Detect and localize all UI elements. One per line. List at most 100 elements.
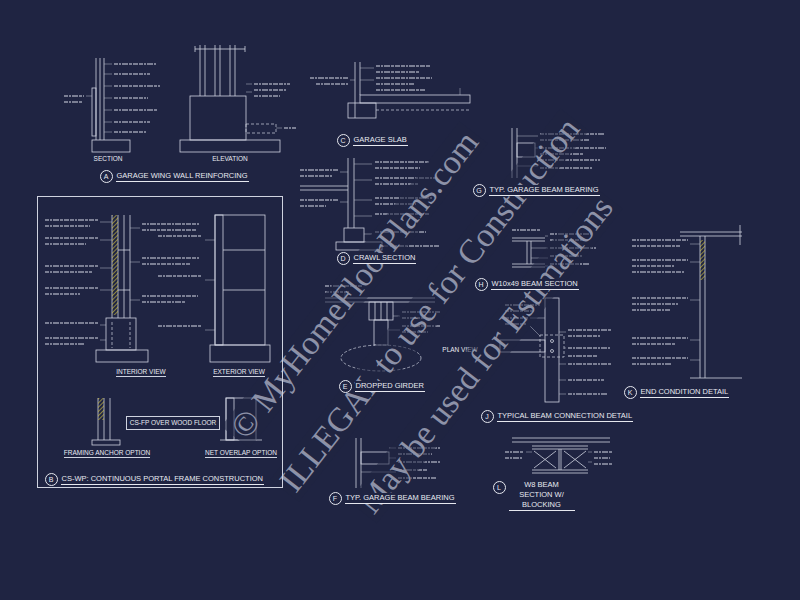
- detail-title: W10x49 BEAM SECTION: [491, 279, 579, 290]
- portal-frame-detail-stroke: [100, 222, 112, 340]
- detail-tag: EDROPPED GIRDER: [339, 380, 352, 393]
- note-box: CS-FP OVER WOOD FLOOR: [126, 416, 221, 430]
- beam-blocking-detail-stroke: [526, 452, 592, 462]
- detail-letter: C: [338, 135, 349, 146]
- portal-frame-detail-stroke: [215, 215, 265, 345]
- end-condition-detail-stroke: [680, 225, 742, 378]
- wing-wall-detail-stroke: [195, 46, 245, 52]
- garage-slab-detail-stroke: [360, 95, 470, 103]
- wing-wall-detail-stroke: [200, 45, 235, 96]
- portal-frame-detail-stroke: [98, 398, 104, 420]
- detail-letter: D: [338, 253, 349, 264]
- detail-tag: DCRAWL SECTION: [337, 252, 350, 265]
- beam-blocking-detail-stroke: [505, 452, 612, 464]
- wing-wall-detail-stroke: [254, 84, 296, 128]
- garage-slab-detail-stroke: [348, 103, 376, 118]
- detail-tag: HW10x49 BEAM SECTION: [475, 278, 488, 291]
- portal-frame-detail-stroke: [112, 215, 130, 318]
- garage-slab-detail-stroke: [355, 62, 360, 118]
- wing-wall-detail-stroke: [246, 124, 276, 133]
- beam-blocking-detail-stroke: [532, 446, 588, 473]
- detail-tag: CGARAGE SLAB: [337, 134, 350, 147]
- garage-slab-detail-stroke: [310, 66, 432, 90]
- beam-blocking-detail-stroke: [534, 451, 586, 468]
- detail-tag: BCS-WP: CONTINUOUS PORTAL FRAME CONSTRUC…: [45, 473, 58, 486]
- detail-letter: H: [476, 279, 487, 290]
- portal-frame-detail-stroke: [96, 350, 148, 362]
- detail-letter: L: [494, 482, 505, 493]
- end-condition-detail-stroke: [690, 244, 700, 360]
- beam-connection-detail-stroke: [540, 335, 564, 357]
- beam-blocking-detail: [505, 438, 612, 473]
- view-label: SECTION: [94, 155, 123, 163]
- wing-wall-detail-stroke: [86, 64, 112, 132]
- view-label: NET OVERLAP OPTION: [205, 449, 277, 458]
- portal-frame-detail-stroke: [112, 322, 130, 348]
- wing-wall-detail: [64, 45, 296, 152]
- wing-wall-detail-stroke: [180, 140, 280, 152]
- beam-connection-detail-stroke: [551, 340, 554, 343]
- beam-blocking-detail-stroke: [512, 438, 610, 442]
- detail-tag: GTYP. GARAGE BEAM BEARING: [473, 184, 486, 197]
- wing-wall-detail-stroke: [190, 96, 246, 140]
- detail-title: W8 BEAM SECTION W/ BLOCKING: [509, 480, 575, 511]
- detail-tag: AGARAGE WING WALL REINFORCING: [100, 170, 113, 183]
- view-label: ELEVATION: [212, 155, 248, 163]
- detail-tag: JTYPICAL BEAM CONNECTION DETAIL: [481, 410, 494, 423]
- wing-wall-detail-stroke: [92, 140, 130, 152]
- wing-wall-detail-stroke: [96, 58, 104, 140]
- portal-frame-detail-stroke: [112, 215, 118, 315]
- portal-frame-detail-stroke: [106, 318, 136, 350]
- end-condition-detail-stroke: [690, 378, 742, 379]
- detail-title: TYP. GARAGE BEAM BEARING: [489, 185, 600, 196]
- view-label: FRAMING ANCHOR OPTION: [64, 449, 150, 458]
- detail-title: END CONDITION DETAIL: [640, 387, 730, 398]
- end-condition-detail-stroke: [700, 240, 705, 280]
- portal-frame-detail-stroke: [223, 250, 265, 290]
- portal-frame-detail-stroke: [210, 345, 270, 362]
- beam-bearing-detail-stroke: [356, 438, 361, 488]
- portal-frame-detail-stroke: [215, 215, 223, 345]
- garage-slab-detail-stroke: [376, 110, 470, 111]
- portal-frame-detail-stroke: [98, 398, 110, 440]
- detail-letter: J: [482, 411, 493, 422]
- crawl-section-detail-stroke: [300, 158, 354, 228]
- end-condition-detail: [632, 225, 742, 378]
- detail-title: TYP. GARAGE BEAM BEARING: [345, 493, 456, 504]
- detail-title: GARAGE SLAB: [353, 135, 408, 146]
- garage-slab-detail: [310, 62, 470, 118]
- detail-title: CRAWL SECTION: [353, 253, 417, 264]
- detail-letter: A: [101, 171, 112, 182]
- wing-wall-detail-stroke: [64, 64, 160, 132]
- detail-letter: B: [46, 474, 57, 485]
- view-label: INTERIOR VIEW: [116, 368, 165, 377]
- detail-tag: LW8 BEAM SECTION W/ BLOCKING: [493, 481, 506, 494]
- detail-tag: FTYP. GARAGE BEAM BEARING: [329, 492, 342, 505]
- detail-letter: F: [330, 493, 341, 504]
- end-condition-detail-stroke: [632, 240, 688, 364]
- portal-frame-detail-stroke: [92, 440, 120, 445]
- beam-connection-detail-stroke: [545, 298, 559, 402]
- detail-title: GARAGE WING WALL REINFORCING: [116, 171, 249, 182]
- dropped-girder-detail-stroke: [375, 302, 387, 320]
- beam-connection-detail-stroke: [551, 350, 554, 353]
- detail-tag: KEND CONDITION DETAIL: [624, 386, 637, 399]
- wing-wall-detail-stroke: [92, 88, 96, 136]
- detail-letter: K: [625, 387, 636, 398]
- beam-connection-detail-stroke: [530, 318, 566, 394]
- crawl-section-detail-stroke: [344, 228, 364, 242]
- detail-title: TYPICAL BEAM CONNECTION DETAIL: [497, 411, 634, 422]
- note-text: CS-FP OVER WOOD FLOOR: [130, 419, 217, 426]
- detail-panel: INTERIOR VIEW EXTERIOR VIEW FRAMING ANCHOR…: [37, 196, 283, 488]
- portal-frame-detail-stroke: [130, 228, 215, 330]
- portal-frame-detail-stroke: [142, 224, 202, 326]
- portal-frame-detail-stroke: [45, 220, 98, 344]
- detail-title: CS-WP: CONTINUOUS PORTAL FRAME CONSTRUCT…: [61, 474, 265, 485]
- detail-letter: G: [474, 185, 485, 196]
- view-label: EXTERIOR VIEW: [213, 368, 265, 377]
- detail-letter: E: [340, 381, 351, 392]
- dropped-girder-detail-stroke: [369, 302, 393, 320]
